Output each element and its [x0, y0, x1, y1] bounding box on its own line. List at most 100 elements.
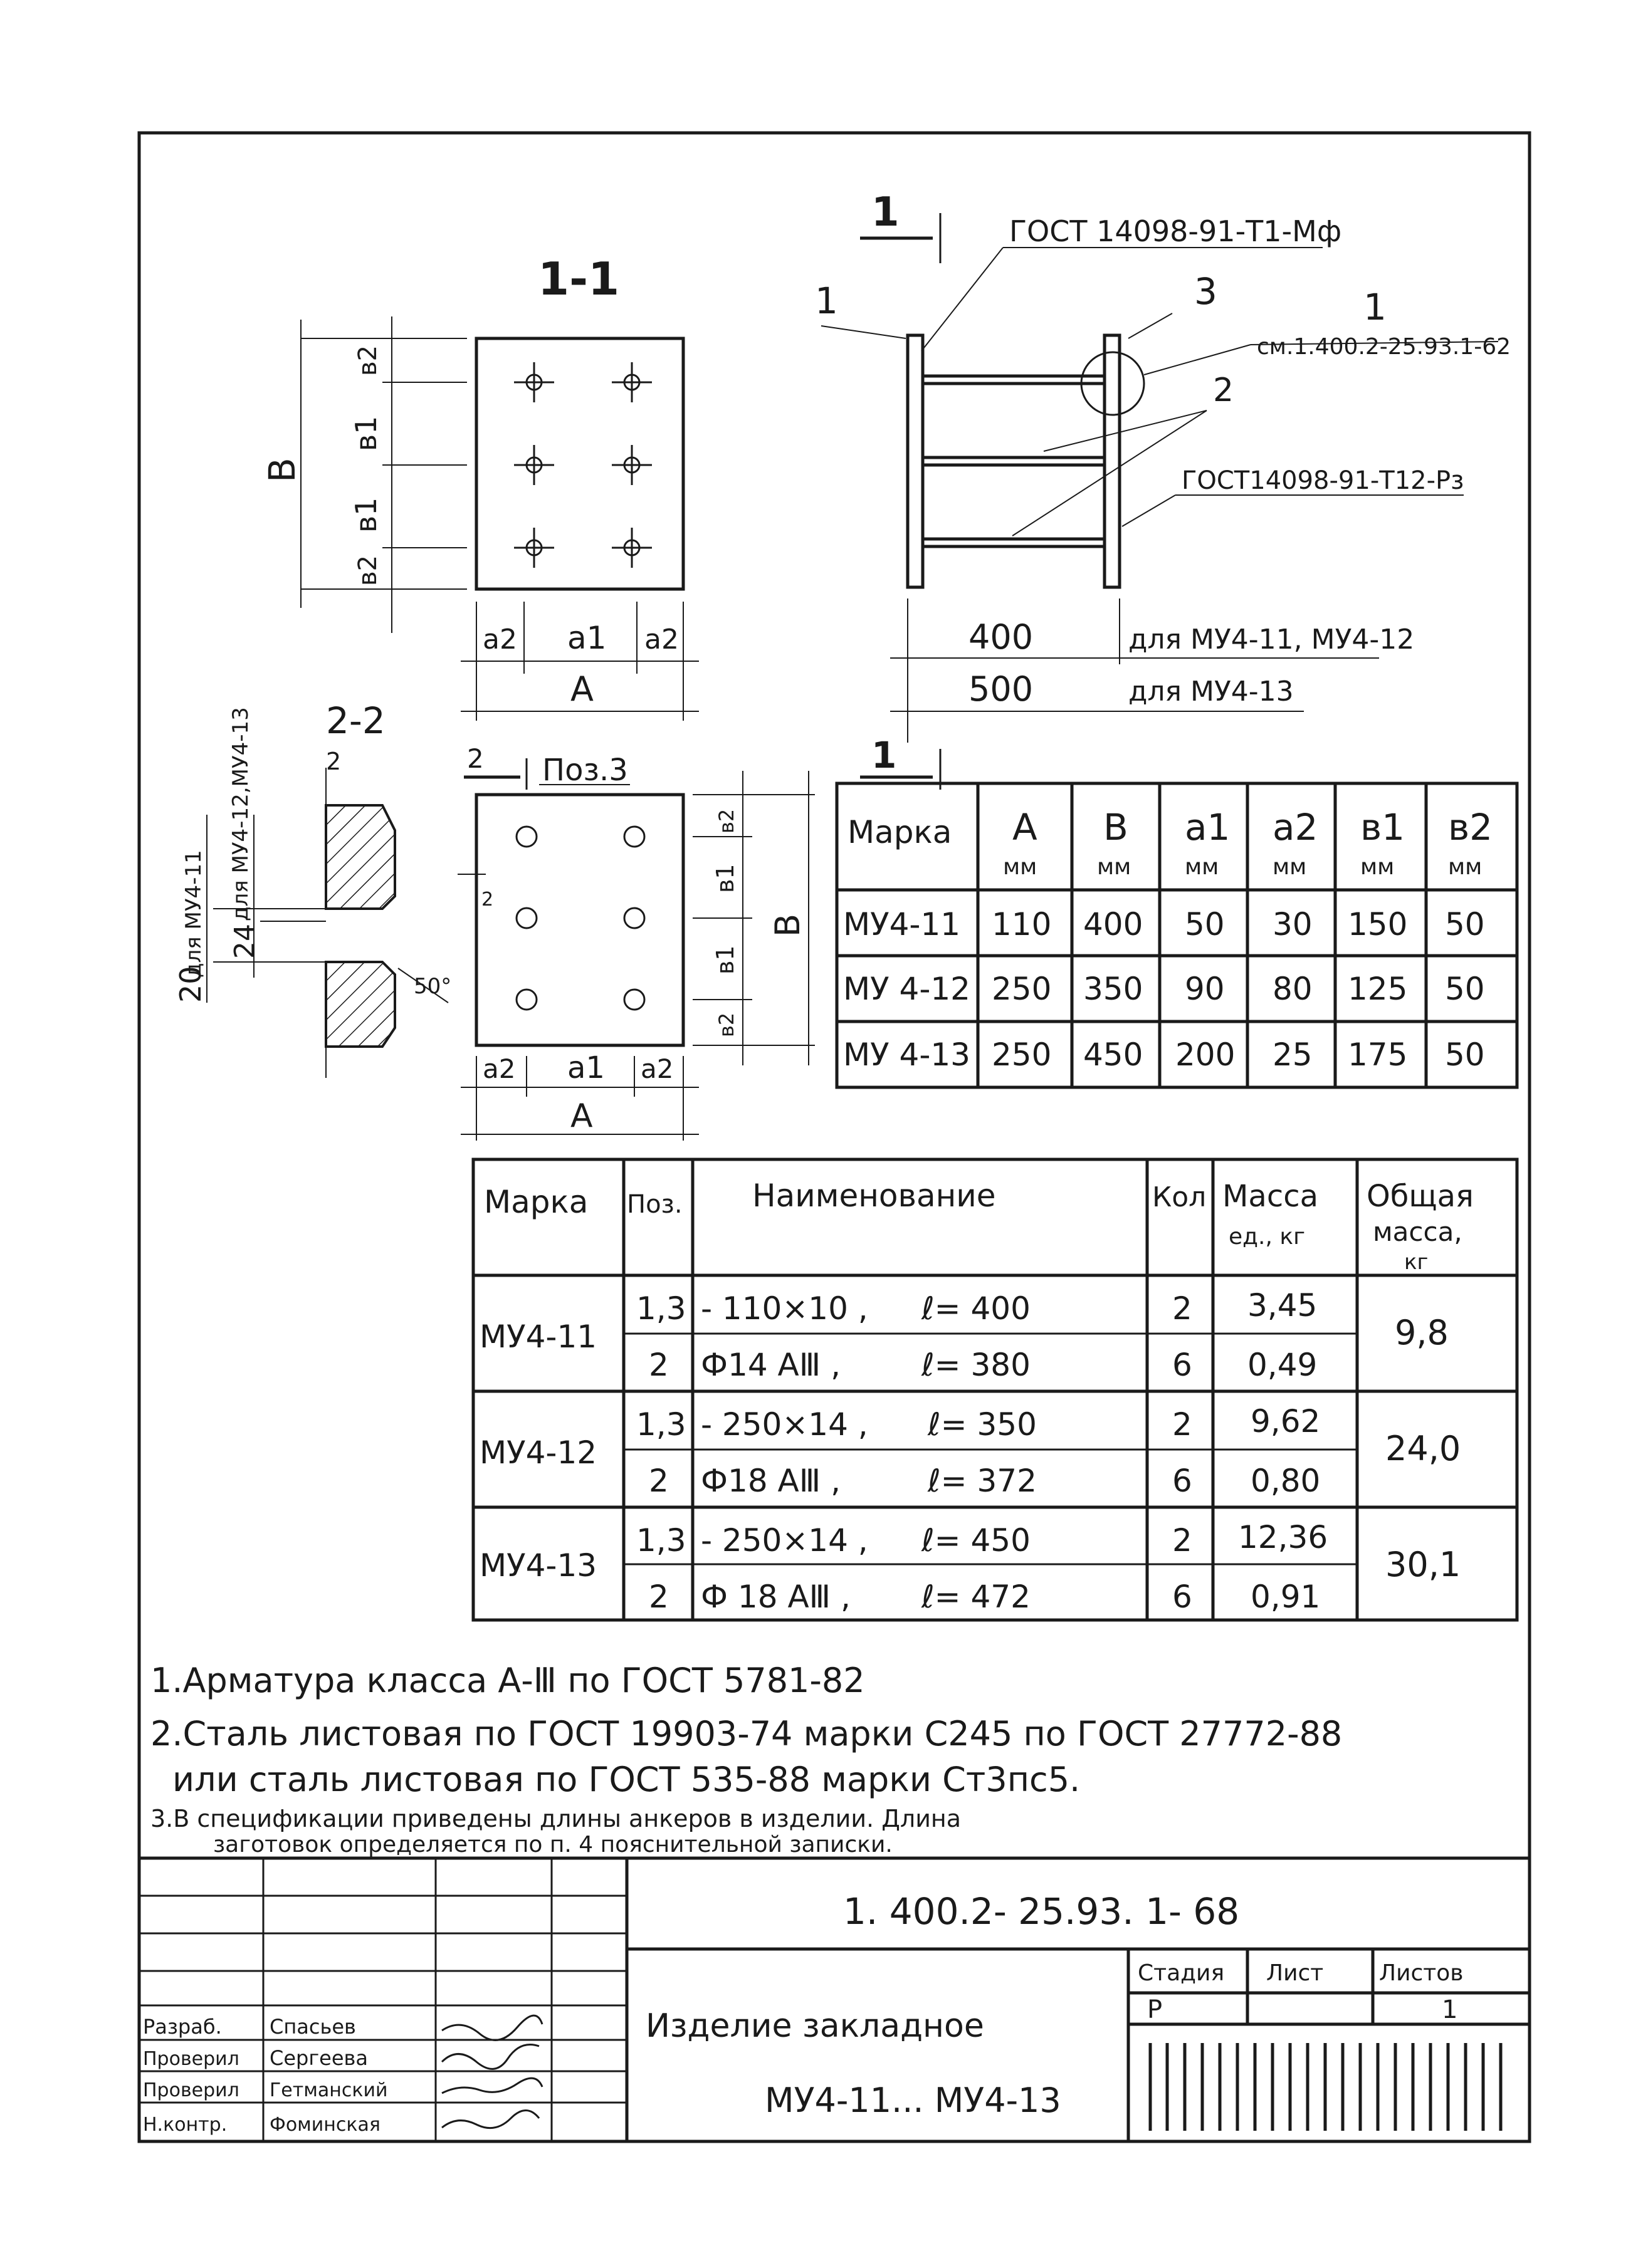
dim-b1-plan-top: в1	[711, 864, 739, 893]
mark-24: 24	[229, 924, 261, 959]
detail-1: 1	[1363, 286, 1387, 328]
length-dims	[890, 598, 1379, 743]
role-2: Проверил	[143, 2079, 239, 2101]
spec-g0-r0-pos: 1,3	[636, 1290, 686, 1327]
section-2-2: 2-2 для МУ4-11 20 для МУ4-12,МУ4-13 24 5…	[174, 699, 451, 1078]
spec-g0-r0-qty: 2	[1172, 1290, 1192, 1327]
spec-g1-r1-name: Ф18 АⅢ ,	[701, 1463, 841, 1499]
spec-g2-mark: МУ4-13	[480, 1547, 597, 1584]
dim-B-plan: B	[768, 914, 807, 937]
dims-h-B: B	[1103, 806, 1128, 849]
spec-g1-r1-pos: 2	[649, 1463, 669, 1499]
dim-lines-1-1-vertical	[300, 316, 467, 633]
stage-header: Стадия	[1138, 1960, 1224, 1986]
leader-2: 2	[1213, 372, 1234, 409]
spec-h-total3: кг	[1404, 1250, 1428, 1275]
for-mu4-11: для МУ4-11	[181, 850, 206, 978]
spec-g1-mark: МУ4-12	[480, 1434, 597, 1471]
spec-g1-r0-name: - 250×14 ,	[701, 1406, 868, 1443]
dim-a2-left: а2	[483, 624, 517, 656]
spec-g2-r1-pos: 2	[649, 1579, 669, 1615]
spec-g0-r1-len: ℓ= 380	[921, 1347, 1031, 1383]
gost-bottom-label: ГОСТ14098-91-Т12-Рз	[1182, 466, 1464, 495]
spec-g2-r0-len: ℓ= 450	[921, 1522, 1031, 1559]
dim-a1-plan: а1	[567, 1050, 605, 1085]
sheets-value: 1	[1442, 1995, 1457, 2024]
spec-g1-r0-pos: 1,3	[636, 1406, 686, 1443]
spec-g0-total: 9,8	[1395, 1313, 1449, 1352]
sheet-header: Лист	[1266, 1960, 1323, 1986]
dim-a2-right: а2	[644, 624, 679, 656]
spec-g2-r0-pos: 1,3	[636, 1522, 686, 1559]
dims-r0-a1: 50	[1185, 906, 1225, 943]
dims-h-B-unit: мм	[1097, 854, 1131, 880]
for-400: для МУ4-11, МУ4-12	[1128, 624, 1414, 656]
dim-500: 500	[968, 669, 1033, 709]
notes: 1.Арматура класса А-Ⅲ по ГОСТ 5781-82 2.…	[150, 1661, 1342, 1858]
spec-g0-mark: МУ4-11	[480, 1319, 597, 1355]
for-mu4-12-13: для МУ4-12,МУ4-13	[228, 707, 253, 921]
mark-20: 20	[174, 966, 207, 1003]
dims-h-b1-unit: мм	[1360, 854, 1394, 880]
spec-g2-r0-mass: 12,36	[1238, 1519, 1328, 1555]
for-500: для МУ4-13	[1128, 676, 1294, 708]
dim-a2-plan-right: а2	[641, 1053, 673, 1084]
dim-a1: а1	[567, 620, 606, 656]
dim-A-plan: А	[570, 1097, 593, 1135]
dims-r1-A: 250	[992, 971, 1051, 1007]
name-0: Спасьев	[270, 2015, 356, 2039]
plate-plan	[475, 793, 685, 1047]
dim-lines-1-1-horizontal	[461, 602, 699, 721]
title-line2: МУ4-11... МУ4-13	[765, 2081, 1061, 2120]
spec-h-mark: Марка	[484, 1184, 588, 1220]
note-2: 2.Сталь листовая по ГОСТ 19903-74 марки …	[150, 1714, 1342, 1753]
note-3-cont: заготовок определяется по п. 4 пояснител…	[213, 1832, 893, 1858]
dims-r2-a1: 200	[1175, 1037, 1235, 1073]
name-3: Фоминская	[270, 2114, 381, 2136]
title-block: 1. 400.2- 25.93. 1- 68 Изделие закладное…	[139, 1856, 1530, 2141]
name-2: Гетманский	[270, 2079, 387, 2101]
note-2-cont: или сталь листовая по ГОСТ 535-88 марки …	[172, 1760, 1080, 1799]
spec-g1-r1-len: ℓ= 372	[927, 1463, 1037, 1499]
dim-b1-top: в1	[349, 416, 383, 451]
pos-3-label: Поз.3	[542, 753, 628, 788]
spec-g0-r0-name: - 110×10 ,	[701, 1290, 868, 1327]
dims-h-a1: а1	[1185, 806, 1230, 849]
dims-r1-a1: 90	[1185, 971, 1225, 1007]
doc-code: 1. 400.2- 25.93. 1- 68	[843, 1890, 1239, 1933]
cut-mark-2-side: 2	[481, 889, 493, 911]
sheets-header: Листов	[1379, 1960, 1463, 1986]
dims-r2-b2: 50	[1445, 1037, 1485, 1073]
dim-b2-plan-bottom: в2	[715, 1013, 738, 1037]
dims-h-A-unit: мм	[1003, 854, 1037, 880]
hatch-bottom	[325, 961, 396, 1048]
dims-r1-B: 350	[1083, 971, 1143, 1007]
signatures	[441, 2014, 543, 2130]
spec-h-pos: Поз.	[627, 1190, 683, 1219]
org-stamp	[1148, 2043, 1503, 2131]
section-1-1-title: 1-1	[538, 253, 619, 305]
spec-g1-r0-qty: 2	[1172, 1406, 1192, 1443]
dims-r2-b1: 175	[1348, 1037, 1407, 1073]
dim-400: 400	[968, 617, 1033, 657]
leader-1-left: 1	[815, 280, 838, 322]
spec-g1-r0-mass: 9,62	[1251, 1403, 1320, 1440]
spec-g2-r1-qty: 6	[1172, 1579, 1192, 1615]
dims-r0-a2: 30	[1273, 906, 1313, 943]
plan-view: 2 Поз.3 2 в2 в1 в1 в2 B	[458, 743, 815, 1141]
plan-dims-horizontal	[461, 1056, 699, 1141]
spec-g0-r1-pos: 2	[649, 1347, 669, 1383]
spec-table: Марка Поз. Наименование Кол Масса ед., к…	[471, 1158, 1519, 1622]
name-1: Сергеева	[270, 2046, 368, 2070]
dims-h-mark: Марка	[848, 814, 952, 850]
anchor-bars	[923, 374, 1105, 548]
dims-r0-B: 400	[1083, 906, 1143, 943]
note-1: 1.Арматура класса А-Ⅲ по ГОСТ 5781-82	[150, 1661, 865, 1700]
dims-r2-mark: МУ 4-13	[843, 1037, 970, 1073]
spec-g2-r1-mass: 0,91	[1251, 1579, 1320, 1615]
dim-A: А	[570, 669, 594, 709]
dims-r0-b1: 150	[1348, 906, 1407, 943]
dims-r0-b2: 50	[1445, 906, 1485, 943]
spec-g1-r0-len: ℓ= 350	[927, 1406, 1037, 1443]
